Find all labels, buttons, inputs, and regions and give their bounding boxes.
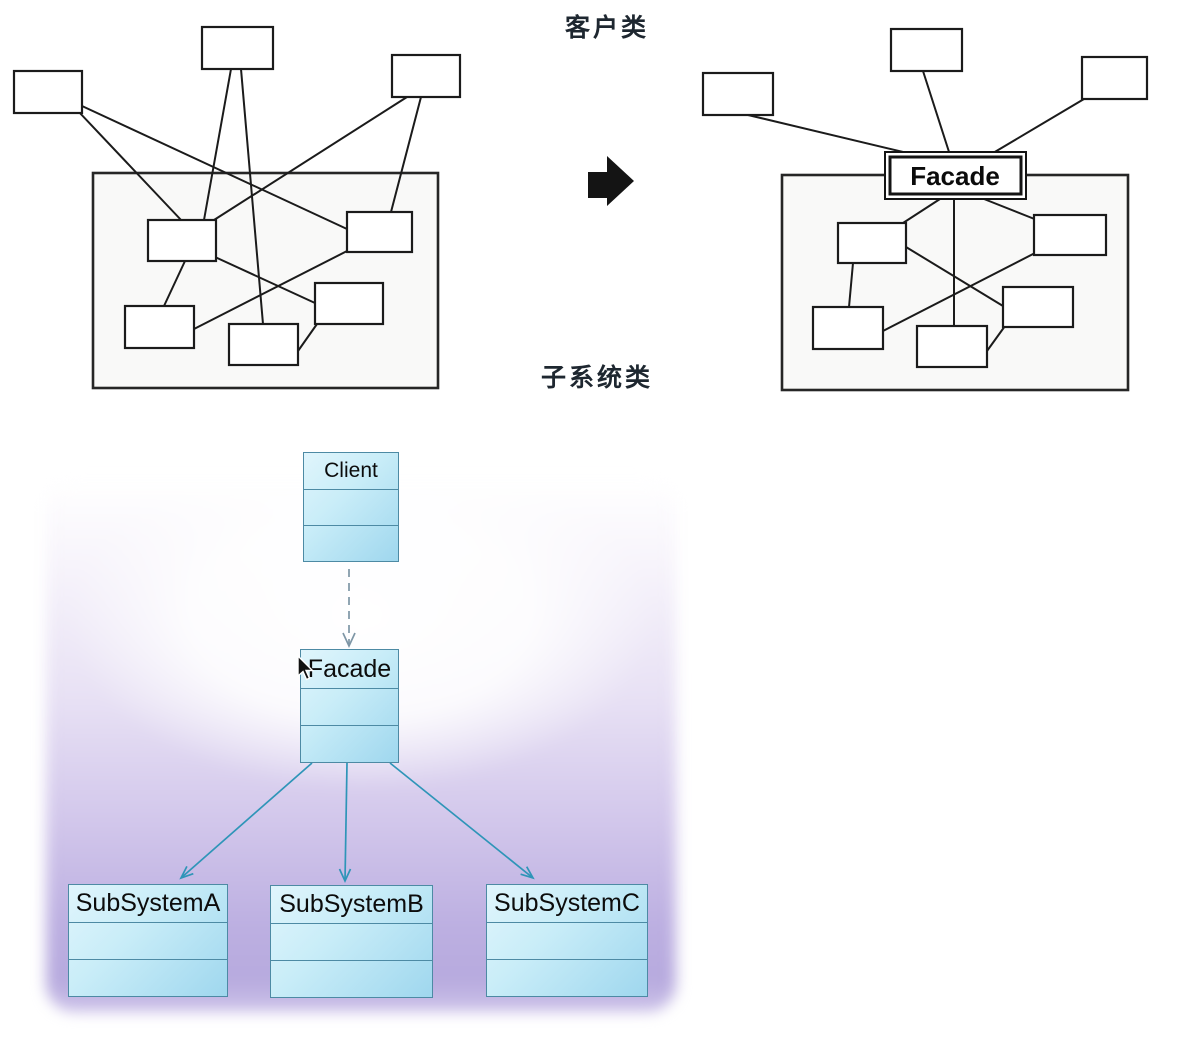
client-box-sketch	[1080, 55, 1149, 101]
attributes-compartment	[304, 490, 398, 526]
operations-compartment	[304, 526, 398, 561]
attributes-compartment	[271, 924, 432, 961]
attributes-compartment	[69, 923, 227, 960]
client-classes-label: 客户类	[565, 14, 650, 42]
association-line	[297, 323, 318, 352]
uml-class-subsystemc: SubSystemC	[486, 884, 648, 997]
subsystem-box-sketch	[123, 304, 196, 350]
association-line	[987, 98, 1085, 157]
association-line	[986, 325, 1006, 352]
subsystem-box-sketch	[313, 281, 385, 326]
uml-class-name: Client	[304, 453, 398, 490]
association-line	[390, 96, 422, 213]
client-box-sketch	[200, 25, 275, 71]
client-box-sketch	[12, 69, 84, 115]
uml-class-name: SubSystemB	[271, 886, 432, 924]
subsystem-box-sketch	[1001, 285, 1075, 329]
association-arrow-facade-subsystemb	[338, 762, 352, 884]
subsystem-box-sketch	[915, 324, 989, 369]
before-diagram	[12, 25, 462, 390]
client-box-sketch	[701, 71, 775, 117]
association-line	[747, 114, 921, 157]
subsystem-box-sketch	[811, 305, 885, 351]
operations-compartment	[301, 726, 398, 762]
transform-arrow-icon	[588, 156, 634, 206]
client-box-sketch	[889, 27, 964, 73]
operations-compartment	[69, 960, 227, 996]
subsystem-box-sketch	[345, 210, 414, 254]
uml-class-name: SubSystemC	[487, 885, 647, 923]
association-arrow-facade-subsystemc	[389, 762, 535, 880]
operations-compartment	[487, 960, 647, 996]
association-line	[81, 105, 348, 230]
association-line	[77, 110, 183, 222]
facade-sketch-box: Facade	[884, 151, 1027, 200]
operations-compartment	[271, 961, 432, 997]
client-box-sketch	[390, 53, 462, 99]
dependency-arrow-client-facade	[342, 569, 356, 649]
attributes-compartment	[487, 923, 647, 960]
subsystem-box-sketch	[227, 322, 300, 367]
association-line	[203, 68, 232, 221]
subsystem-box-sketch	[146, 218, 218, 263]
association-arrow-facade-subsystema	[179, 762, 313, 880]
subsystem-box-sketch	[1032, 213, 1108, 257]
association-line	[193, 249, 350, 330]
facade-sketch-label: Facade	[910, 161, 1000, 191]
association-lines	[77, 68, 422, 352]
uml-class-subsystemb: SubSystemB	[270, 885, 433, 998]
association-line	[213, 96, 408, 221]
association-line	[922, 70, 951, 156]
attributes-compartment	[301, 689, 398, 726]
cursor-icon	[297, 654, 315, 681]
uml-class-subsystema: SubSystemA	[68, 884, 228, 997]
uml-class-facade: Facade	[300, 649, 399, 763]
uml-class-client: Client	[303, 452, 399, 562]
sketch-diagram: Facade	[12, 25, 1149, 392]
association-line	[983, 198, 1038, 221]
uml-class-name: Facade	[301, 650, 398, 689]
association-lines	[747, 70, 1085, 352]
association-line	[214, 256, 316, 304]
subsystem-classes-label: 子系统类	[541, 364, 654, 392]
association-line	[848, 262, 854, 308]
subsystem-box-sketch	[836, 221, 908, 265]
association-line	[905, 246, 1004, 307]
association-line	[882, 252, 1036, 332]
association-line	[902, 198, 941, 224]
after-diagram: Facade	[701, 27, 1149, 392]
association-line	[163, 260, 186, 307]
uml-class-name: SubSystemA	[69, 885, 227, 923]
